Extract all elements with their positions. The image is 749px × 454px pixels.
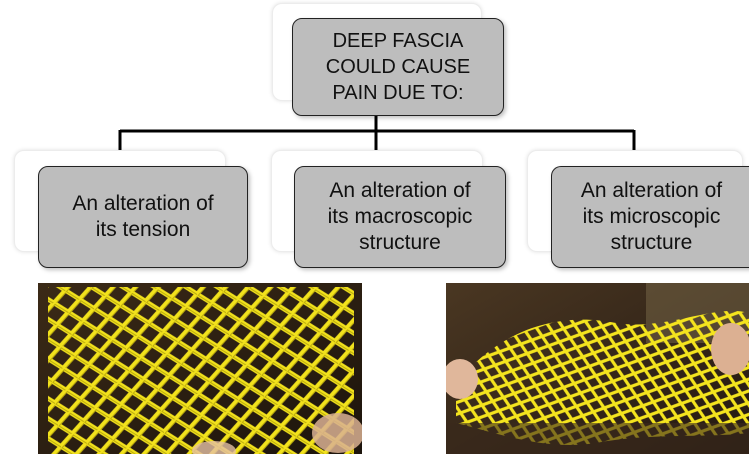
child-node-tension-label: An alteration of its tension (72, 191, 213, 243)
child-node-microscopic-label: An alteration of its microscopic structu… (581, 178, 722, 256)
mesh-image-stretched (38, 283, 362, 454)
mesh-photo-twisted (446, 283, 749, 454)
child-node-macroscopic-label: An alteration of its macroscopic structu… (328, 178, 473, 256)
child-node-macroscopic: An alteration of its macroscopic structu… (294, 166, 506, 268)
mesh-image-twisted (446, 283, 749, 454)
root-node-label: DEEP FASCIA COULD CAUSE PAIN DUE TO: (326, 28, 470, 106)
mesh-photo-stretched (38, 283, 362, 454)
root-node: DEEP FASCIA COULD CAUSE PAIN DUE TO: (292, 18, 504, 116)
child-node-tension: An alteration of its tension (38, 166, 248, 268)
child-node-microscopic: An alteration of its microscopic structu… (551, 166, 749, 268)
